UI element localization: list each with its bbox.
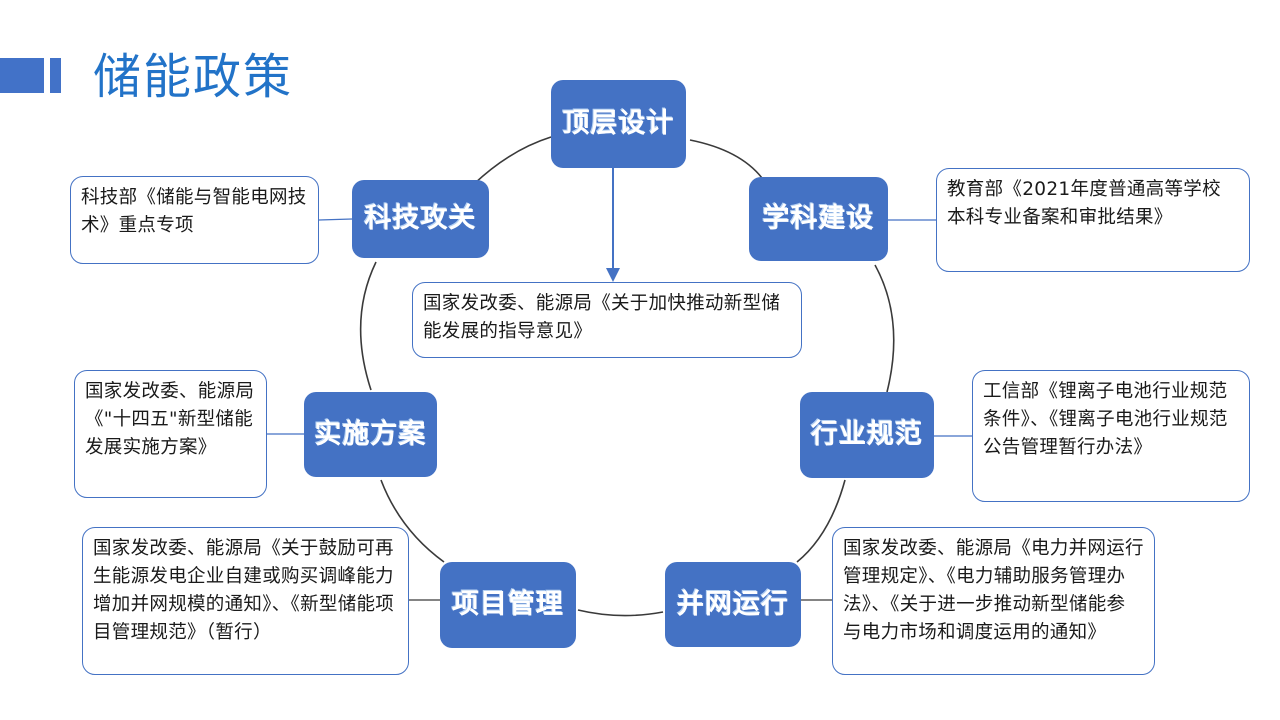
node-grid-label: 并网运行 (677, 588, 789, 620)
callout-grid: 国家发改委、能源局《电力并网运行管理规定》、《电力辅助服务管理办法》、《关于进一… (832, 527, 1155, 675)
leader-research (318, 218, 353, 221)
node-top-design[interactable]: 顶层设计 (551, 80, 686, 168)
arc-project-plan (380, 479, 445, 563)
callout-top-design: 国家发改委、能源局《关于加快推动新型储能发展的指导意见》 (412, 282, 802, 358)
arc-discipline-standard (874, 264, 895, 393)
title-accent-block (0, 58, 44, 93)
node-project-label: 项目管理 (452, 589, 564, 620)
arc-standard-grid (796, 479, 846, 563)
node-standard[interactable]: 行业规范 (800, 392, 934, 478)
arc-topdesign-discipline (689, 139, 763, 179)
node-plan-label: 实施方案 (314, 418, 427, 450)
node-plan[interactable]: 实施方案 (304, 392, 437, 477)
title-accent-bar (50, 58, 61, 93)
callout-standard: 工信部《锂离子电池行业规范条件》、《锂离子电池行业规范公告管理暂行办法》 (972, 370, 1250, 502)
node-research-label: 科技攻关 (364, 203, 477, 234)
callout-research: 科技部《储能与智能电网技术》重点专项 (70, 176, 319, 264)
callout-discipline: 教育部《2021年度普通高等学校本科专业备案和审批结果》 (936, 168, 1250, 272)
node-discipline-label: 学科建设 (762, 203, 875, 234)
callout-project: 国家发改委、能源局《关于鼓励可再生能源发电企业自建或购买调峰能力增加并网规模的通… (82, 527, 409, 675)
arc-plan-research (359, 261, 377, 391)
node-project[interactable]: 项目管理 (440, 562, 576, 648)
node-grid[interactable]: 并网运行 (665, 562, 801, 647)
page-title: 储能政策 (93, 49, 294, 105)
callout-plan: 国家发改委、能源局《"十四五"新型储能发展实施方案》 (74, 370, 267, 498)
arc-grid-project (577, 609, 664, 617)
node-research[interactable]: 科技攻关 (352, 180, 489, 258)
node-discipline[interactable]: 学科建设 (749, 177, 888, 261)
node-standard-label: 行业规范 (811, 419, 923, 450)
arc-research-topdesign (473, 136, 552, 185)
arrow-head-icon (606, 268, 620, 282)
node-top-design-label: 顶层设计 (562, 108, 675, 139)
